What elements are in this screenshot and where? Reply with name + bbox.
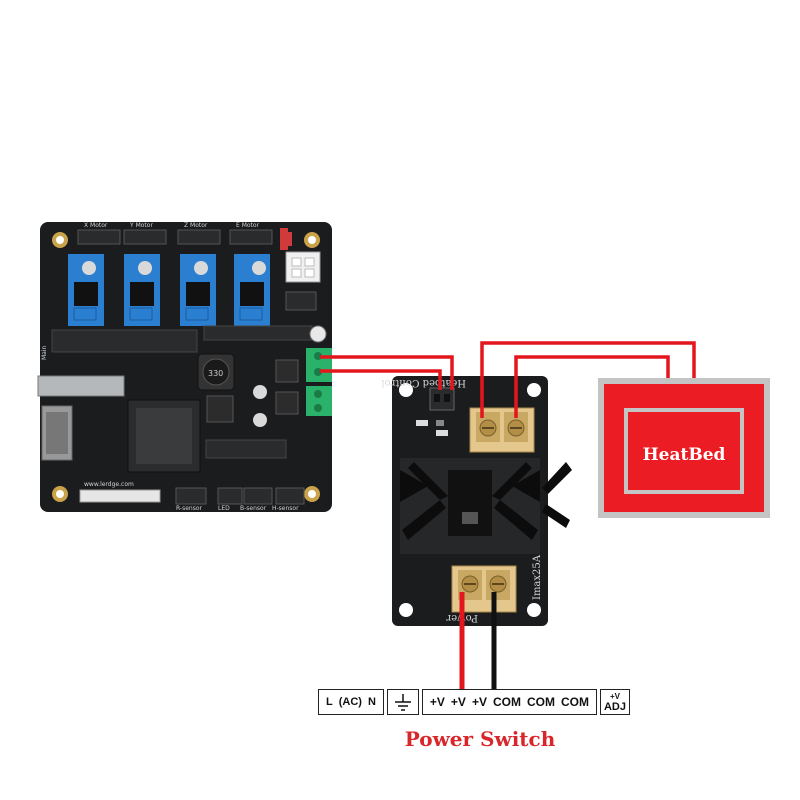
terminal-plus-v-1: +V bbox=[429, 695, 445, 709]
motor-label-z: Z Motor bbox=[184, 222, 208, 229]
adj-plus-v: +V bbox=[609, 692, 620, 701]
wire-board-to-module-a bbox=[320, 355, 454, 390]
wire-module-to-heatbed-b bbox=[514, 355, 670, 418]
heatbed-label: HeatBed bbox=[643, 445, 726, 465]
ac-terminal-box: L (AC) N bbox=[318, 689, 384, 715]
bottom-label-rsensor: R-sensor bbox=[176, 505, 203, 512]
terminal-l: L bbox=[326, 696, 333, 708]
power-switch-title: Power Switch bbox=[404, 727, 556, 751]
terminal-com-2: COM bbox=[526, 695, 555, 709]
wire-board-to-module-b bbox=[320, 369, 442, 390]
terminal-com-1: COM bbox=[492, 695, 521, 709]
terminal-ac-label: (AC) bbox=[338, 696, 362, 708]
mosfet-module: Heatbed Control Ima bbox=[381, 376, 572, 626]
website-label: www.lerdge.com bbox=[84, 481, 134, 488]
bottom-label-led: LED bbox=[218, 505, 230, 512]
terminal-plus-v-2: +V bbox=[450, 695, 466, 709]
wires bbox=[320, 341, 696, 690]
adj-label: ADJ bbox=[603, 701, 626, 713]
bottom-label-bsensor: B-sensor bbox=[240, 505, 267, 512]
motor-label-x: X Motor bbox=[84, 222, 108, 229]
power-supply-terminals: L (AC) N +V +V +V COM COM COM +V ADJ bbox=[318, 689, 630, 717]
wire-module-to-heatbed-a bbox=[480, 341, 696, 418]
stepper-drivers bbox=[68, 254, 270, 326]
rating-label: Imax25A bbox=[532, 554, 543, 600]
adj-terminal-box: +V ADJ bbox=[599, 689, 630, 715]
terminal-com-3: COM bbox=[560, 695, 589, 709]
ground-terminal-box bbox=[386, 689, 419, 715]
motor-label-e: E Motor bbox=[236, 222, 260, 229]
terminal-n: N bbox=[367, 696, 376, 708]
heatsink bbox=[400, 458, 572, 554]
module-top-label: Heatbed Control bbox=[381, 377, 466, 388]
terminal-plus-v-3: +V bbox=[471, 695, 487, 709]
ground-icon bbox=[394, 694, 411, 711]
motor-label-y: Y Motor bbox=[129, 222, 153, 229]
side-label: Main bbox=[41, 345, 48, 360]
motor-headers bbox=[77, 229, 273, 245]
heatbed: HeatBed bbox=[598, 378, 770, 518]
controller-board: X Motor Y Motor Z Motor E Motor bbox=[37, 222, 332, 512]
inductor-marking: 330 bbox=[208, 369, 223, 378]
bottom-label-hsensor: H-sensor bbox=[272, 505, 299, 512]
output-terminal-box: +V +V +V COM COM COM bbox=[421, 689, 597, 715]
